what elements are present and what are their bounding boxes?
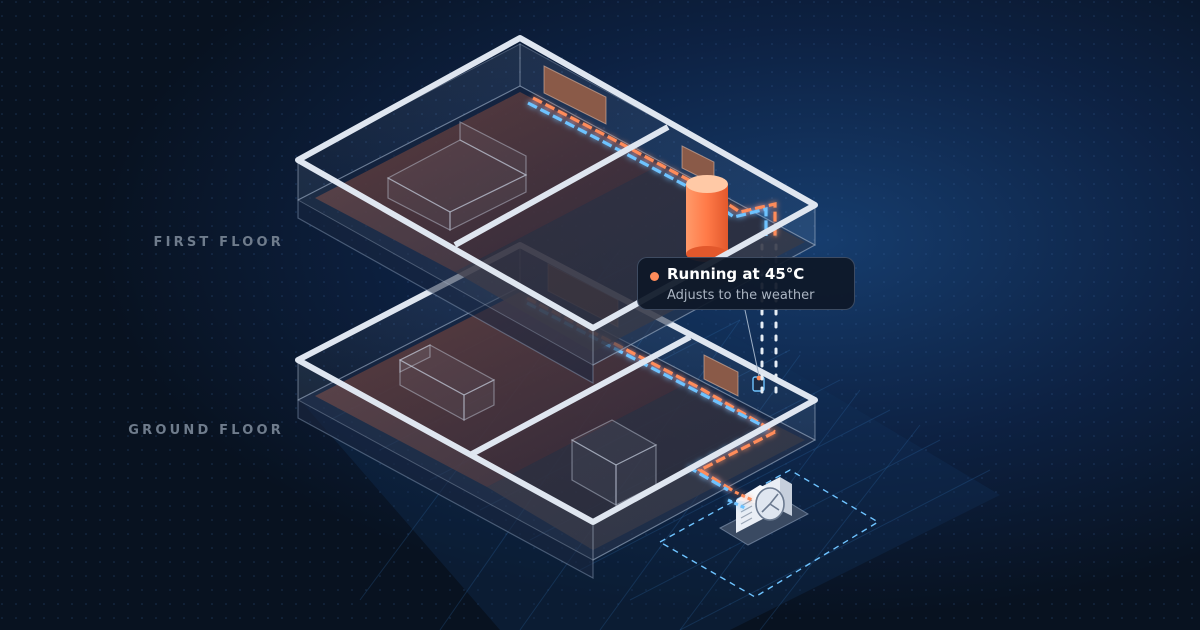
- status-indicator-icon: [650, 272, 659, 281]
- first-radiator-large: [543, 65, 607, 125]
- tooltip-leader: [744, 309, 760, 377]
- first-floor-label: FIRST FLOOR: [153, 235, 284, 250]
- fan-icon: [755, 487, 785, 521]
- sofa: [398, 344, 496, 422]
- first-floor-walls: [295, 35, 818, 331]
- status-tooltip: Running at 45°C Adjusts to the weather: [637, 257, 855, 310]
- ground-floor: [295, 242, 818, 580]
- status-title: Running at 45°C: [667, 265, 805, 283]
- first-floor-warm-room: [315, 92, 660, 272]
- status-subtitle: Adjusts to the weather: [667, 288, 815, 303]
- bed: [386, 121, 528, 231]
- heat-pump-unit: [718, 477, 810, 546]
- ground-floor-label: GROUND FLOOR: [128, 423, 284, 438]
- ground-radiator-small: [703, 354, 739, 397]
- hot-water-tank: [686, 175, 728, 262]
